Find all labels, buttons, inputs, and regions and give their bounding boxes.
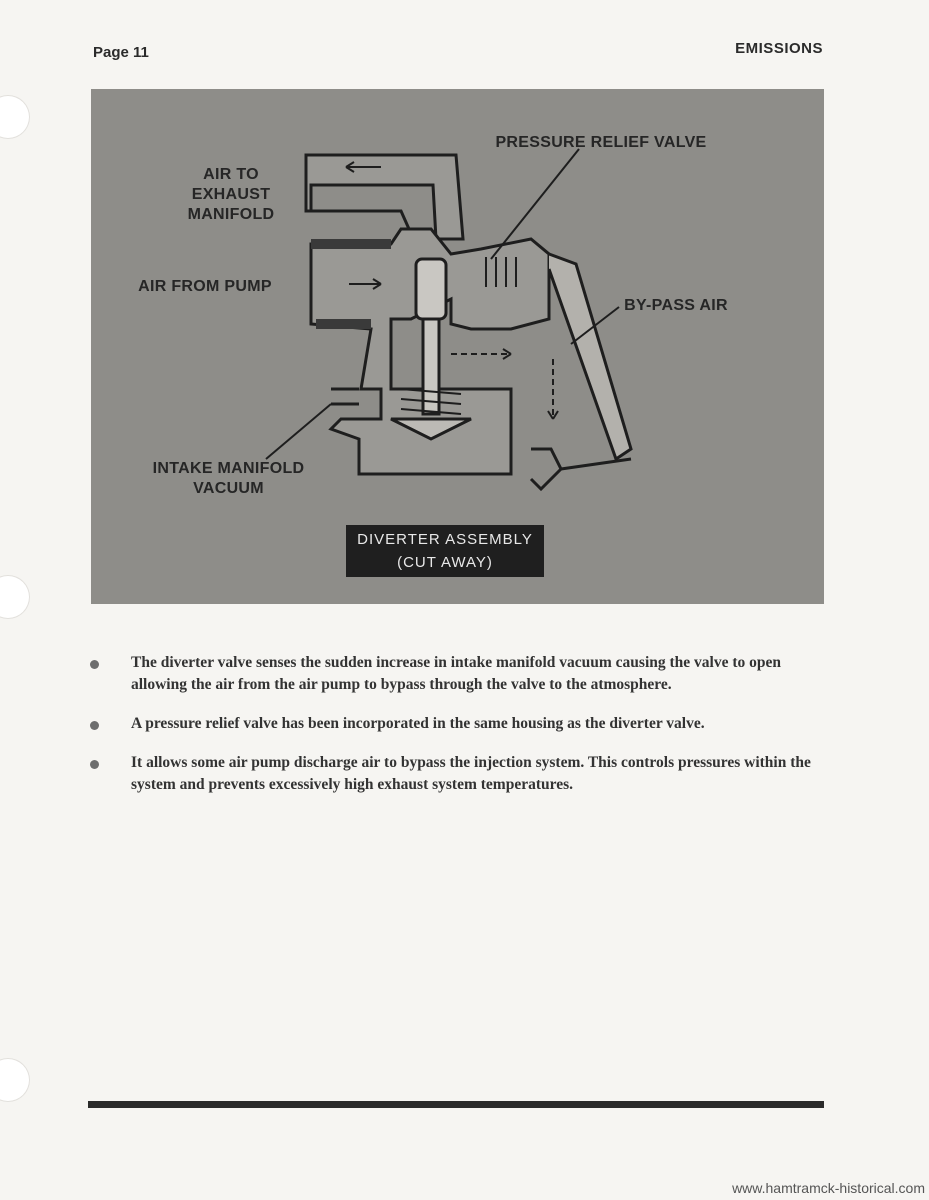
label-air-to-exhaust: AIR TO EXHAUST MANIFOLD <box>161 165 301 225</box>
bullet-dot <box>90 721 99 730</box>
figure-caption: DIVERTER ASSEMBLY (CUT AWAY) <box>346 525 544 577</box>
binder-hole <box>0 575 30 619</box>
page-number: Page 11 <box>93 44 149 61</box>
bullet-text: The diverter valve senses the sudden inc… <box>131 654 782 693</box>
label-line: VACUUM <box>193 480 264 497</box>
label-line: AIR TO <box>203 166 259 183</box>
label-intake-manifold-vacuum: INTAKE MANIFOLD VACUUM <box>146 459 311 499</box>
watermark: www.hamtramck-historical.com <box>732 1180 925 1196</box>
bullet-dot <box>90 760 99 769</box>
label-line: EXHAUST <box>191 186 271 203</box>
binder-hole <box>0 1058 30 1102</box>
bullet-item: It allows some air pump discharge air to… <box>88 752 833 796</box>
bullet-text: It allows some air pump discharge air to… <box>131 754 811 793</box>
binder-hole <box>0 95 30 139</box>
diverter-figure: AIR TO EXHAUST MANIFOLD AIR FROM PUMP PR… <box>91 89 824 604</box>
caption-line: DIVERTER ASSEMBLY <box>357 531 533 548</box>
bullet-text: A pressure relief valve has been incorpo… <box>131 715 705 732</box>
label-line: INTAKE MANIFOLD <box>152 460 305 477</box>
caption-line: (CUT AWAY) <box>397 554 493 571</box>
diverter-cutaway-drawing <box>265 148 633 492</box>
label-air-from-pump: AIR FROM PUMP <box>138 278 272 295</box>
bullet-dot <box>90 660 99 669</box>
section-title: EMISSIONS <box>735 40 823 57</box>
bullet-item: The diverter valve senses the sudden inc… <box>88 652 833 696</box>
footer-rule <box>88 1101 824 1108</box>
bullet-item: A pressure relief valve has been incorpo… <box>88 713 833 735</box>
label-bypass-air: BY-PASS AIR <box>624 297 728 314</box>
bullet-list: The diverter valve senses the sudden inc… <box>88 652 833 813</box>
label-pressure-relief-valve: PRESSURE RELIEF VALVE <box>495 134 707 151</box>
label-line: MANIFOLD <box>187 206 275 223</box>
